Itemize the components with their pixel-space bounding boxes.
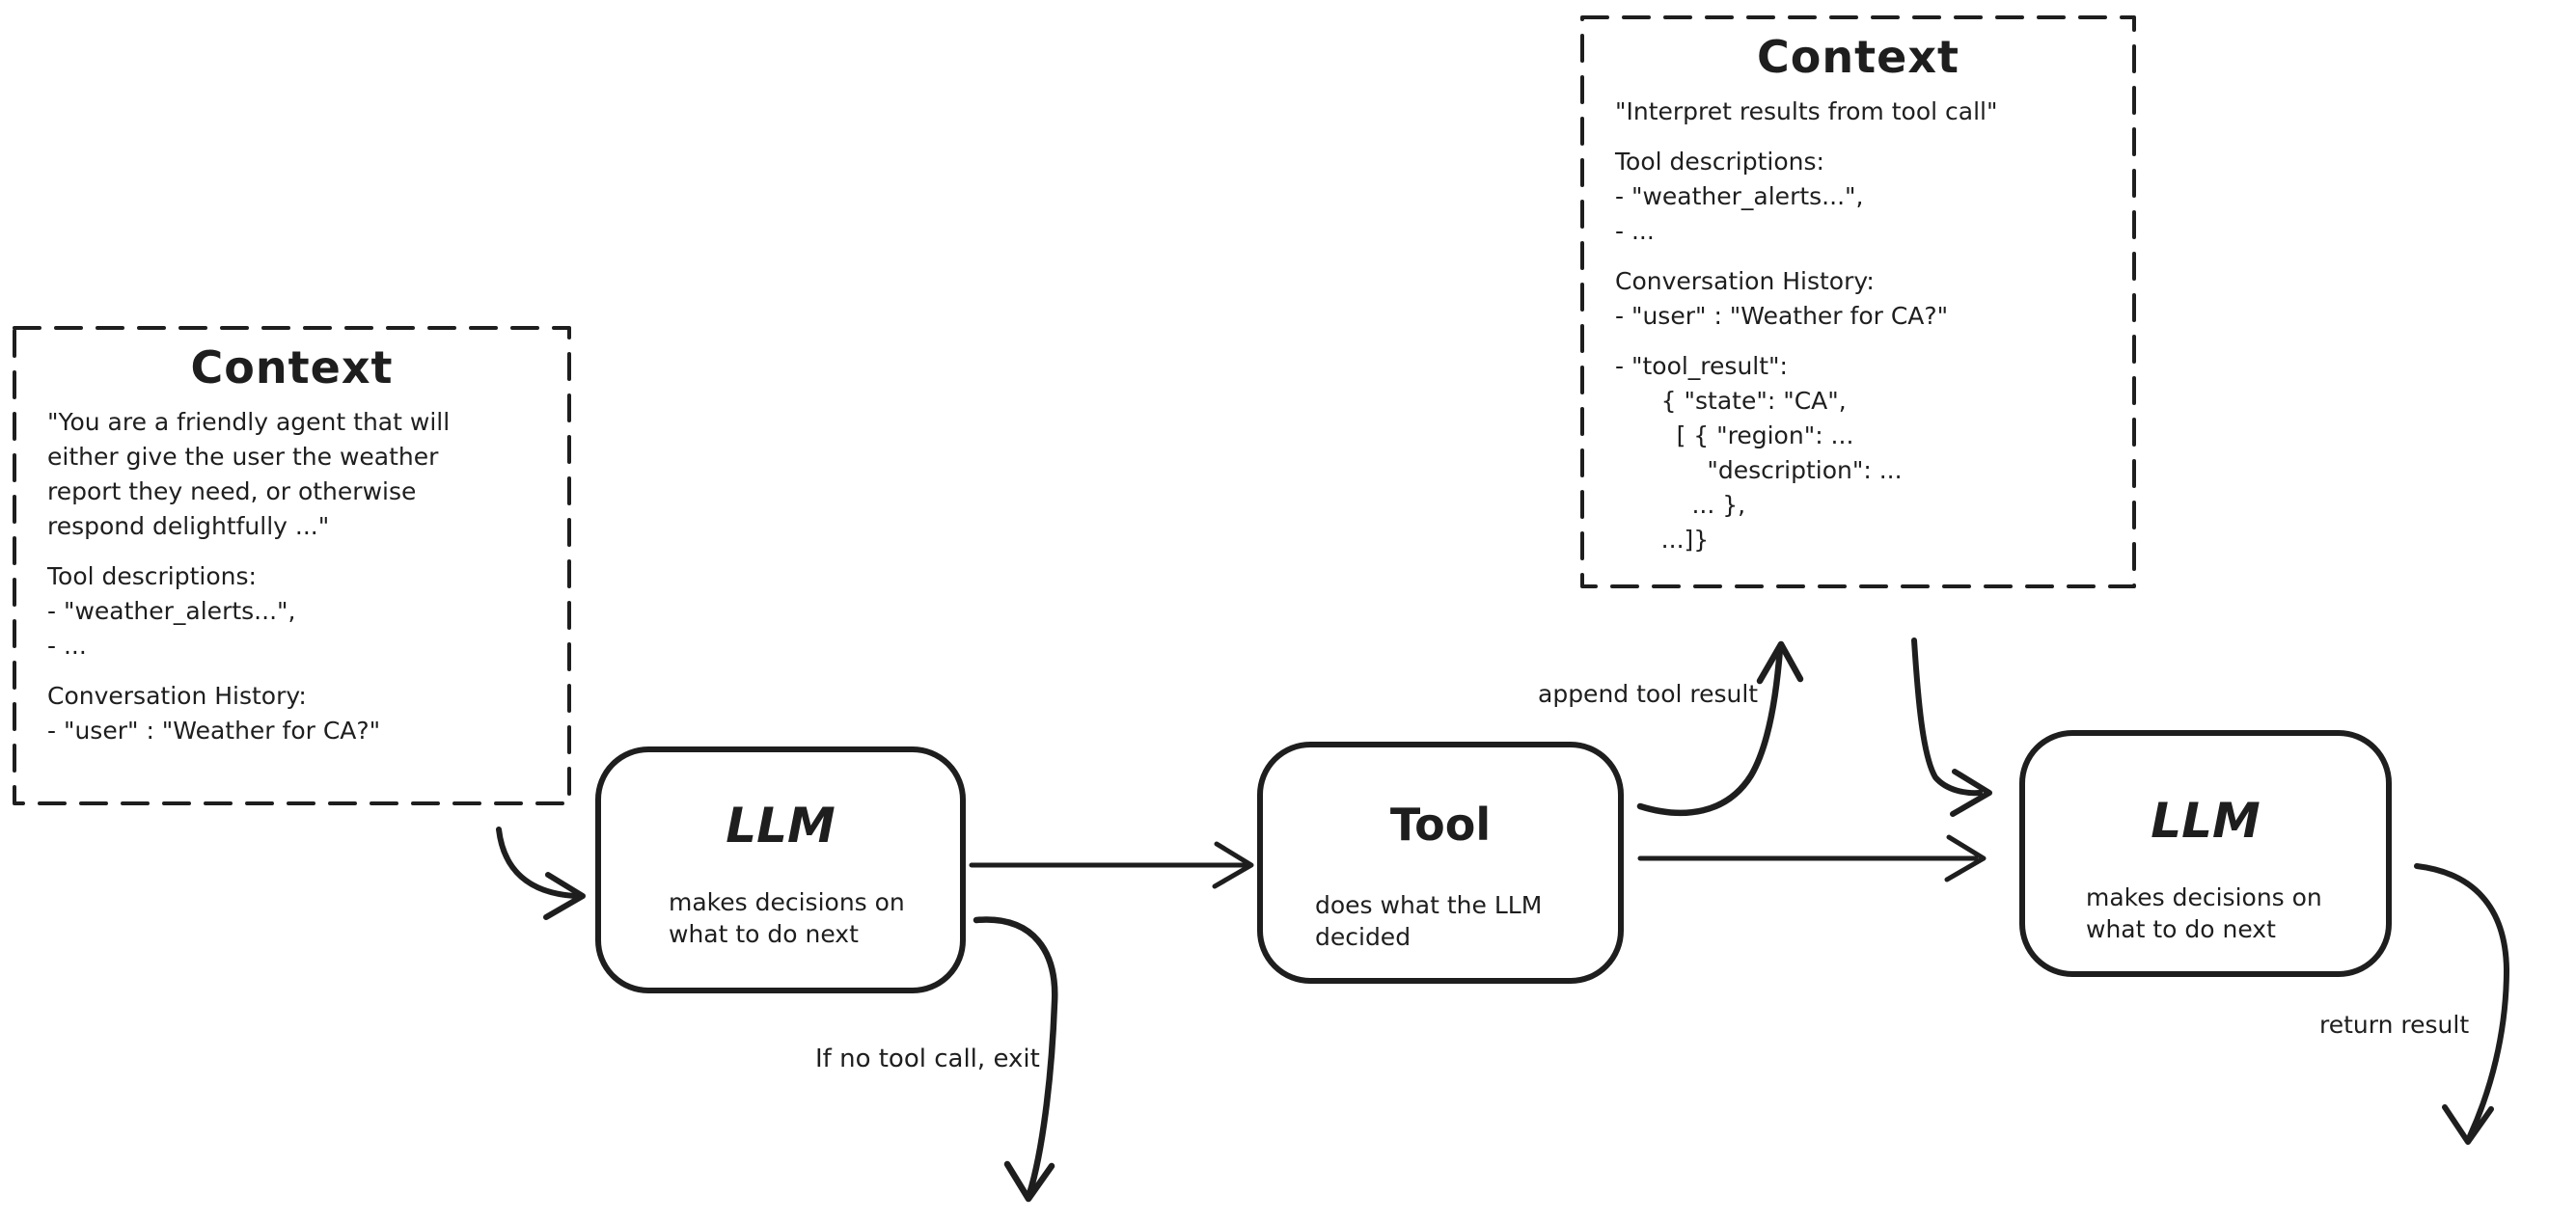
- node-llm-2-title: LLM: [2151, 793, 2261, 849]
- arrow-llm2-return: [2417, 866, 2507, 1142]
- context-box-right: Context "Interpret results from tool cal…: [1582, 17, 2134, 586]
- arrow-tool-to-llm2: [1640, 837, 1984, 880]
- label-if-no-tool-call-exit: If no tool call, exit: [815, 1045, 1040, 1073]
- arrow-llm1-to-tool: [972, 844, 1251, 886]
- label-append-tool-result: append tool result: [1538, 680, 1759, 708]
- node-llm-2-outline: [2022, 733, 2389, 974]
- node-llm-1-outline: [598, 749, 963, 990]
- context-box-left: Context "You are a friendly agent that w…: [14, 328, 569, 803]
- context-left-title: Context: [190, 341, 394, 393]
- label-return-result: return result: [2319, 1011, 2470, 1039]
- context-right-body: "Interpret results from tool call"Tool d…: [1615, 97, 1998, 554]
- context-right-border: [1582, 17, 2134, 586]
- context-left-border: [14, 328, 569, 803]
- arrow-llm1-exit: [976, 920, 1055, 1199]
- node-tool-title: Tool: [1389, 799, 1492, 851]
- node-tool-outline: [1260, 745, 1621, 981]
- arrow-tool-to-context-right: [1640, 644, 1800, 813]
- context-right-title: Context: [1757, 31, 1959, 83]
- arrow-context-right-to-llm2: [1914, 640, 1989, 814]
- node-llm-1-title: LLM: [726, 798, 836, 854]
- arrow-context-left-to-llm1: [499, 829, 583, 917]
